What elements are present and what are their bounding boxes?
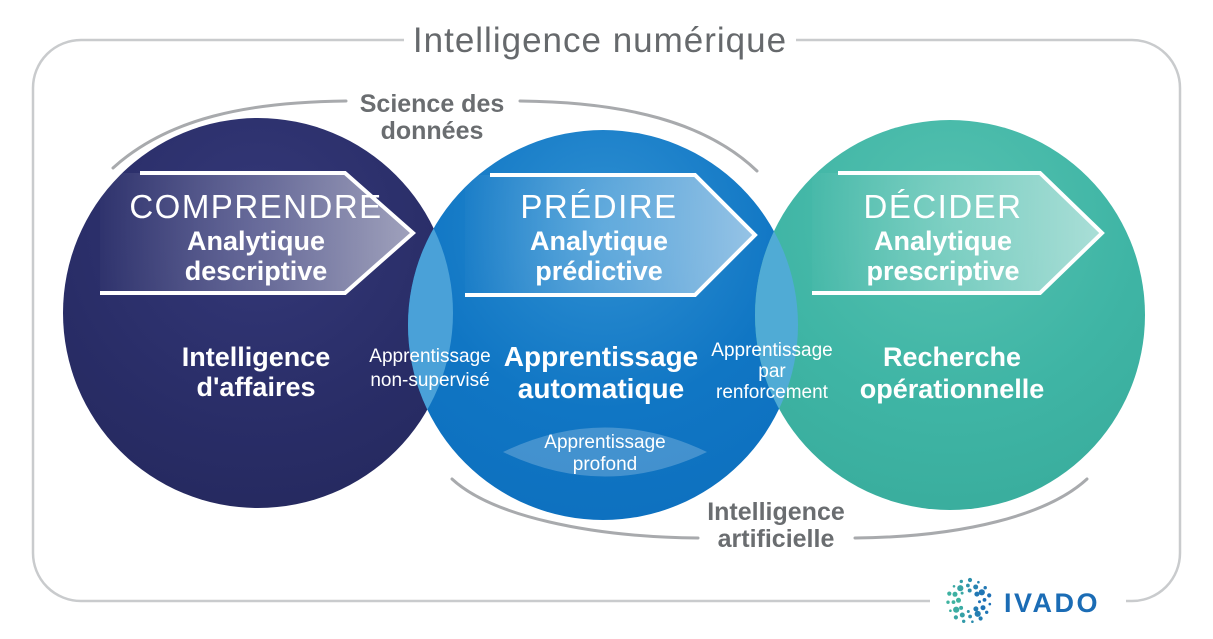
circle-2-action-label: PRÉDIRE bbox=[520, 188, 677, 225]
circle-3-analytic-line1: Analytique bbox=[874, 226, 1012, 256]
overlap-left-line2: non-supervisé bbox=[370, 370, 489, 391]
deep-learning-line2: profond bbox=[573, 454, 637, 475]
circle-3-action-label: DÉCIDER bbox=[863, 188, 1022, 225]
ivado-logo-text: IVADO bbox=[1004, 588, 1100, 618]
title-border-gap bbox=[404, 28, 796, 52]
deep-learning-lens bbox=[503, 427, 707, 477]
science-arc-left bbox=[111, 99, 348, 170]
deep-learning-line1: Apprentissage bbox=[544, 432, 665, 453]
overlap-left-line1: Apprentissage bbox=[369, 346, 490, 367]
circle-3-field-line2: opérationnelle bbox=[860, 374, 1045, 404]
ai-label-line1: Intelligence bbox=[707, 498, 845, 526]
circle-1-analytic-line2: descriptive bbox=[185, 256, 328, 286]
ai-label-line2: artificielle bbox=[718, 525, 835, 553]
science-label-line2: données bbox=[381, 117, 484, 145]
circle-3-analytic-line2: prescriptive bbox=[866, 256, 1019, 286]
arrow-banner-comprendre bbox=[100, 171, 417, 295]
overlap-right-line3: renforcement bbox=[716, 382, 829, 403]
arrow-banner-predire bbox=[465, 173, 758, 297]
ai-arc-left bbox=[450, 477, 700, 540]
science-label-line1: Science des bbox=[360, 90, 505, 118]
circle-1-field-line1: Intelligence bbox=[182, 342, 331, 372]
circle-1-action-label: COMPRENDRE bbox=[129, 188, 382, 225]
ai-arc-right bbox=[853, 477, 1089, 540]
circle-2-field-line1: Apprentissage bbox=[504, 341, 699, 372]
arrow-banner-decider bbox=[812, 171, 1105, 295]
overlap-right-line2: par bbox=[758, 361, 786, 382]
overlap-right-line1: Apprentissage bbox=[711, 340, 832, 361]
circle-2-analytic-line1: Analytique bbox=[530, 226, 668, 256]
circle-3-field-line1: Recherche bbox=[883, 342, 1021, 372]
circle-2-field-line2: automatique bbox=[518, 373, 684, 404]
page-title: Intelligence numérique bbox=[413, 21, 787, 60]
ivado-logo: IVADO bbox=[946, 577, 1100, 623]
science-arc-right bbox=[518, 99, 759, 173]
circle-1-analytic-line1: Analytique bbox=[187, 226, 325, 256]
circle-1-field-line2: d'affaires bbox=[197, 372, 316, 402]
ivado-dots-icon bbox=[946, 577, 992, 623]
circle-2-analytic-line2: prédictive bbox=[535, 256, 663, 286]
